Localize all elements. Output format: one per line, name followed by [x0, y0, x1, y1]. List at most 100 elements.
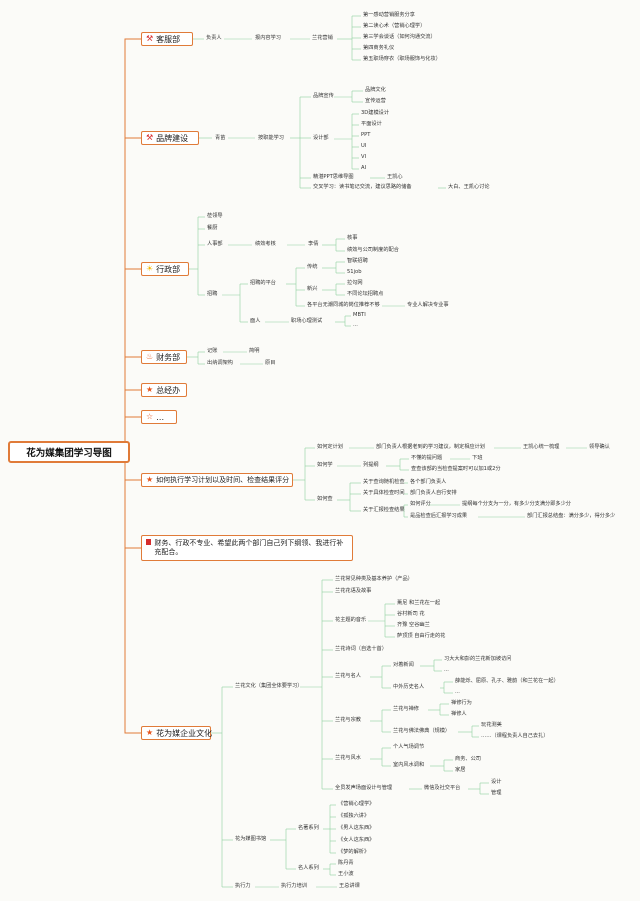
node[interactable]: 列提纲 [363, 462, 379, 468]
node[interactable]: 《梦的解析》 [338, 849, 370, 855]
node[interactable]: 齐豫 空谷幽兰 [397, 622, 430, 628]
node[interactable]: 大白、王凯心讨论 [448, 184, 490, 190]
root-node[interactable]: 花为媒集团学习导图 [8, 441, 130, 463]
branch-zjl[interactable]: ★总经办 [141, 383, 187, 397]
node[interactable]: 提纲每个分支为一分，有多少分支满分即多少分 [462, 501, 571, 507]
branch-note[interactable]: 财务、行政不专业、希望此两个部门自己列下纲领、我进行补充配合。 [141, 535, 353, 561]
node[interactable]: 如何学 [317, 462, 333, 468]
node[interactable]: 关于汇报检查结果 [363, 507, 405, 513]
node[interactable]: 出纳调架构 [207, 360, 233, 366]
branch-caiwu[interactable]: ♨财务部 [141, 350, 187, 364]
node[interactable]: 如何定计划 [317, 444, 343, 450]
node[interactable]: ... [455, 689, 460, 695]
node[interactable]: 不同论坛招聘点 [347, 291, 384, 297]
node[interactable]: 兰花诗词（自选十首） [335, 646, 387, 652]
node[interactable]: 精湛PPT思维导图 [313, 174, 354, 180]
node[interactable]: 简明 [249, 348, 260, 354]
node[interactable]: ……（课程负责人自己去扎） [481, 733, 549, 739]
node[interactable]: 设计部 [313, 135, 329, 141]
branch-more[interactable]: ☆… [141, 410, 177, 424]
node[interactable]: 平面设计 [361, 121, 382, 127]
node[interactable]: PPT [361, 132, 371, 138]
node[interactable]: 第四商务礼仪 [363, 45, 395, 51]
node[interactable]: 禅修行为 [451, 700, 472, 706]
node[interactable]: 《营销心理学》 [338, 801, 375, 807]
node[interactable]: 部门负责人根据老到的学习建议，制定相应计划 [376, 444, 485, 450]
node[interactable]: 兰花与风水 [335, 755, 361, 761]
node[interactable]: 职场心理测试 [291, 318, 323, 324]
node[interactable]: 如何评分 [410, 501, 431, 507]
node[interactable]: 领导确认 [589, 444, 610, 450]
node[interactable]: 执行力 [235, 883, 251, 889]
node[interactable]: 禅修人 [451, 711, 467, 717]
node[interactable]: 名著系列 [298, 825, 319, 831]
node[interactable]: 个人气场调节 [393, 744, 425, 750]
node[interactable]: 谷村新司 花 [397, 611, 425, 617]
node[interactable]: 《女人这东西》 [338, 837, 375, 843]
node[interactable]: 《孤独六讲》 [338, 813, 370, 819]
node[interactable]: 对着新闻 [393, 662, 414, 668]
node[interactable]: 关于查询随机检查 [363, 479, 405, 485]
node[interactable]: 如何查 [317, 496, 333, 502]
node[interactable]: 萨顶顶 自由行走的花 [397, 633, 446, 639]
node[interactable]: 管理 [491, 790, 502, 796]
node[interactable]: 餐厨 [207, 225, 218, 231]
node[interactable]: 玩花测美 [481, 722, 502, 728]
node[interactable]: 各个部门负责人 [410, 479, 447, 485]
node[interactable]: 花为媒图书馆 [235, 836, 267, 842]
node[interactable]: 新兴 [307, 286, 318, 292]
node[interactable]: 拉勾网 [347, 280, 363, 286]
node[interactable]: 兰花与佛法佛典（规模） [393, 728, 451, 734]
node[interactable]: 3D建模设计 [361, 110, 390, 116]
node[interactable]: 青苗 [215, 135, 226, 141]
node[interactable]: 王小波 [338, 871, 354, 877]
branch-culture[interactable]: ★花为媒企业文化 [141, 726, 212, 740]
node[interactable]: 下班 [472, 455, 483, 461]
node[interactable]: 品牌宣传 [313, 93, 334, 99]
node[interactable]: 家居 [455, 767, 466, 773]
branch-kefu[interactable]: ⚒客服部 [141, 32, 193, 46]
node[interactable]: 部门负责人自行安排 [410, 490, 457, 496]
node[interactable]: 招聘的平台 [250, 280, 276, 286]
node[interactable]: 《男人这东西》 [338, 825, 375, 831]
node[interactable]: 第二读心术（营销心理学） [363, 23, 426, 29]
node[interactable]: 中外历史名人 [393, 684, 425, 690]
node[interactable]: UI [361, 143, 367, 149]
node[interactable]: 智联招聘 [347, 258, 368, 264]
node[interactable]: 兰花文化（集团全体要学习） [235, 683, 303, 689]
node[interactable]: 名人系列 [298, 865, 319, 871]
node[interactable]: 各平台无潮同城的岗位推荐不够 [307, 302, 380, 308]
node[interactable]: 人事部 [207, 241, 223, 247]
node[interactable]: ... [353, 322, 358, 328]
node[interactable]: 全员发声场面设计与管理 [335, 785, 393, 791]
node[interactable]: 李倩 [308, 241, 319, 247]
node[interactable]: VI [361, 154, 367, 160]
node[interactable]: 兰花花语及故事 [335, 588, 372, 594]
node[interactable]: 原目 [265, 360, 276, 366]
node[interactable]: 王凯心 [387, 174, 403, 180]
node[interactable]: ... [444, 667, 449, 673]
node[interactable]: 商务、公司 [455, 756, 481, 762]
node[interactable]: 兰花营销 [312, 35, 333, 41]
node[interactable]: 习大大和彭的兰花新加坡访问 [444, 656, 512, 662]
node[interactable]: 微信及社交平台 [424, 785, 461, 791]
node[interactable]: 51job [347, 269, 362, 275]
node[interactable]: 宣传运营 [365, 98, 386, 104]
branch-xingzheng[interactable]: ☀行政部 [141, 262, 189, 276]
node[interactable]: 室内风水调和 [393, 762, 425, 768]
node[interactable]: 绩效考核 [255, 241, 276, 247]
node[interactable]: 兰花与禅修 [393, 706, 419, 712]
branch-plan[interactable]: ★如何执行学习计划以及时间、检查结果评分 [141, 473, 293, 487]
node[interactable]: 兰花与名人 [335, 673, 361, 679]
node[interactable]: 不懂的提问题 [411, 455, 443, 461]
node[interactable]: 王总讲课 [339, 883, 360, 889]
node[interactable]: 第三学会谈话（如何沟通交流） [363, 34, 436, 40]
node[interactable]: 查查该部的当检查提案时可以加1或2分 [411, 466, 501, 472]
node[interactable]: 专业人解决专业事 [407, 302, 449, 308]
node[interactable]: 薛能烁、屈原、孔子、雅韵（和兰花在一起） [455, 678, 559, 684]
node[interactable]: MBTI [353, 312, 366, 318]
node[interactable]: 兰花与宗教 [335, 717, 361, 723]
node[interactable]: 第一感动营销服务分享 [363, 12, 415, 18]
node[interactable]: 绩效与公司制度的配合 [347, 247, 399, 253]
node[interactable]: 花主题的音乐 [335, 617, 367, 623]
